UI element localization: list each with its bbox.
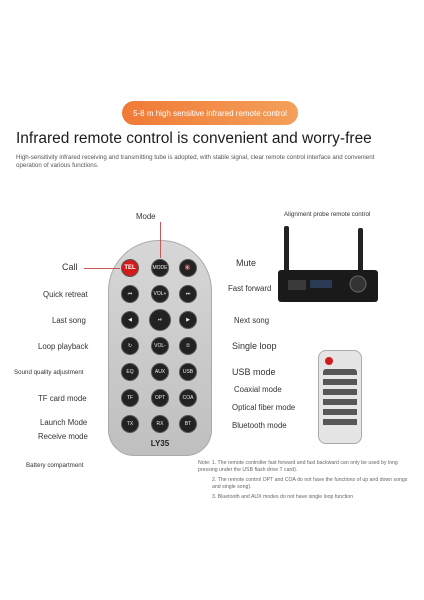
subtext: High-sensitivity infrared receiving and … [16, 154, 375, 169]
eq-button[interactable]: EQ [121, 363, 139, 381]
label-launch: Launch Mode [40, 418, 88, 427]
notes: Note: 1. The remote controller fast forw… [198, 460, 408, 501]
label-bluetooth: Bluetooth mode [232, 421, 287, 430]
label-mode: Mode [136, 212, 156, 221]
next-button[interactable]: ▶ [179, 311, 197, 329]
label-coaxial: Coaxial mode [234, 385, 282, 394]
small-remote [318, 350, 362, 444]
mute-button[interactable]: 🔇 [179, 259, 197, 277]
rewind-button[interactable]: ⏮ [121, 285, 139, 303]
aux-button[interactable]: AUX [151, 363, 169, 381]
bt-button[interactable]: BT [179, 415, 197, 433]
label-single-loop: Single loop [232, 341, 277, 351]
device-illustration [278, 226, 378, 302]
coa-button[interactable]: COA [179, 389, 197, 407]
banner-pill: 5-8 m high sensitive infrared remote con… [122, 101, 298, 125]
vol-up-button[interactable]: VOL+ [151, 285, 169, 303]
tx-button[interactable]: TX [121, 415, 139, 433]
pointer-line [84, 268, 120, 269]
label-receive: Receive mode [38, 432, 88, 441]
tel-button[interactable]: TEL [121, 259, 139, 277]
label-sound-quality: Sound quality adjustment [14, 369, 84, 376]
model-label: LY35 [150, 439, 170, 448]
single-loop-button[interactable]: ① [179, 337, 197, 355]
label-quick-retreat: Quick retreat [43, 290, 88, 299]
button-grid-icon [323, 369, 357, 429]
loop-button[interactable]: ↻ [121, 337, 139, 355]
headline: Infrared remote control is convenient an… [16, 130, 372, 147]
label-fast-forward: Fast forward [228, 284, 272, 293]
label-call: Call [62, 262, 78, 272]
opt-button[interactable]: OPT [151, 389, 169, 407]
tel-dot-icon [325, 357, 333, 365]
vol-down-button[interactable]: VOL- [151, 337, 169, 355]
label-optical: Optical fiber mode [232, 403, 296, 412]
rx-button[interactable]: RX [151, 415, 169, 433]
mode-button[interactable]: MODE [151, 259, 169, 277]
label-last-song: Last song [52, 316, 86, 325]
label-mute: Mute [236, 258, 257, 268]
tf-button[interactable]: TF [121, 389, 139, 407]
note-1: Note: 1. The remote controller fast forw… [198, 460, 398, 473]
label-alignment: Alignment probe remote control [284, 211, 371, 218]
note-2: 2. The remote control OPT and COA do not… [212, 477, 408, 490]
usb-button[interactable]: USB [179, 363, 197, 381]
label-next-song: Next song [234, 316, 270, 325]
remote-control: TEL MODE 🔇 ⏮ VOL+ ⏭ ◀ ⏯ ▶ ↻ VOL- ① EQ AU… [108, 240, 212, 456]
prev-button[interactable]: ◀ [121, 311, 139, 329]
label-loop-playback: Loop playback [38, 342, 89, 351]
play-pause-button[interactable]: ⏯ [149, 309, 171, 331]
fast-forward-button[interactable]: ⏭ [179, 285, 197, 303]
label-tf-card: TF card mode [38, 394, 87, 403]
label-battery: Battery compartment [26, 462, 84, 469]
note-3: 3. Bluetooth and AUX modes do not have s… [212, 494, 354, 500]
label-usb-mode: USB mode [232, 367, 276, 377]
pointer-line [160, 222, 161, 258]
